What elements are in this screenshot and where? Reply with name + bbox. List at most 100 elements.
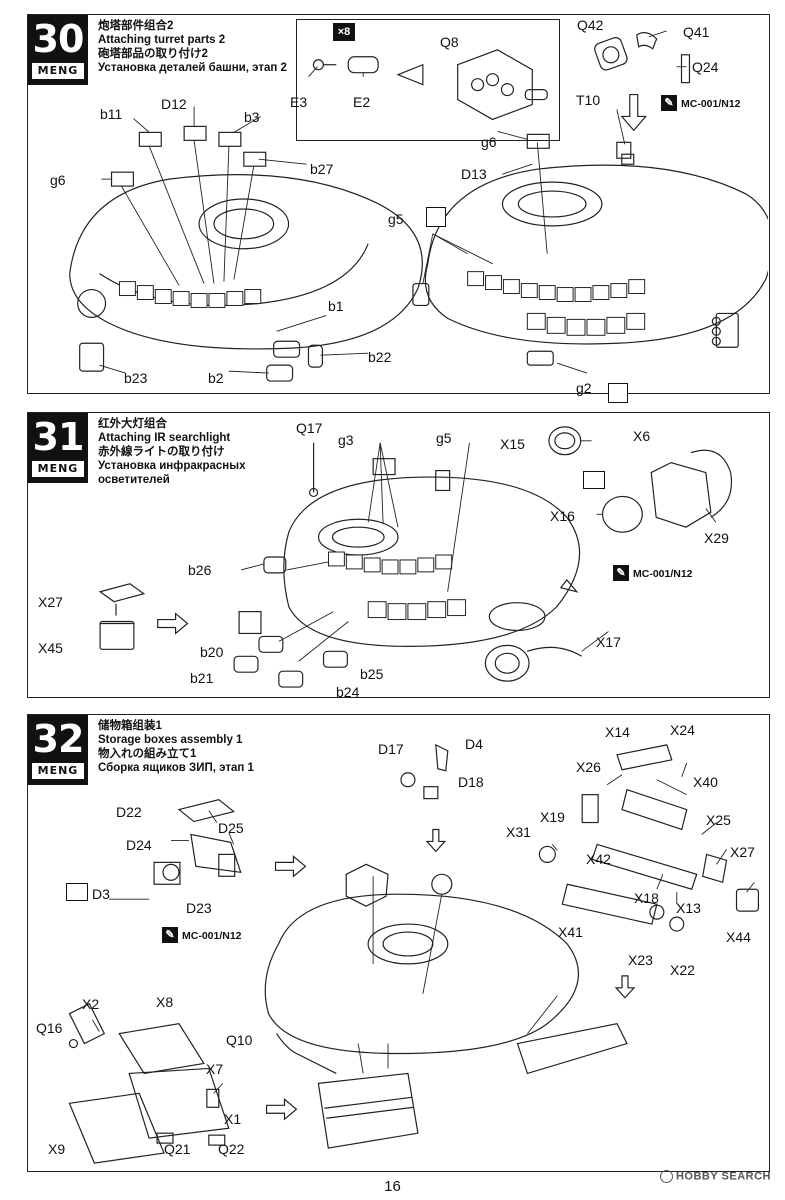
brand-logo: MENG — [32, 461, 84, 477]
part-label: Q8 — [440, 34, 459, 50]
turret-parts-diagram — [69, 30, 768, 382]
part-label: X2 — [82, 996, 100, 1012]
part-label: X17 — [596, 634, 621, 650]
step-number: 31 — [32, 415, 85, 459]
part-label: X18 — [634, 890, 659, 906]
part-label: g3 — [338, 432, 354, 448]
page-number: 16 — [384, 1178, 401, 1195]
title-ru: Установка деталей башни, этап 2 — [98, 62, 287, 74]
step-30-panel: 30 MENG 炮塔部件组合2 Attaching turret parts 2… — [27, 14, 770, 403]
step-title-block: 炮塔部件组合2 Attaching turret parts 2 砲塔部品の取り… — [98, 19, 287, 75]
part-label: Q21 — [164, 1141, 191, 1157]
part-label: g2 — [576, 380, 592, 396]
title-zh: 储物箱组装1 — [98, 720, 162, 732]
part-label: Q41 — [683, 24, 710, 40]
step-31-panel: 31 MENG 红外大灯组合 Attaching IR searchlight … — [27, 412, 770, 700]
ir-searchlight-diagram — [98, 426, 733, 688]
part-label: E3 — [290, 94, 308, 110]
part-label: b11 — [100, 106, 123, 122]
part-label: Q24 — [692, 59, 719, 75]
part-label: X13 — [676, 900, 701, 916]
step-badge: 30 MENG — [28, 15, 88, 85]
title-ja: 砲塔部品の取り付け2 — [98, 48, 208, 60]
title-en: Attaching turret parts 2 — [98, 34, 226, 46]
flip-over-icon — [66, 883, 88, 901]
part-label: D13 — [461, 166, 487, 182]
title-en: Attaching IR searchlight — [98, 432, 231, 444]
step-number: 32 — [32, 717, 85, 761]
part-label: g6 — [50, 172, 66, 188]
quantity-badge: ×8 — [333, 23, 355, 41]
paint-note: ✎MC-001/N12 — [613, 565, 693, 583]
part-label: b21 — [190, 670, 214, 686]
part-label: X27 — [730, 844, 755, 860]
part-label: b2 — [208, 370, 224, 386]
part-label: b3 — [244, 109, 260, 125]
step-title-block: 红外大灯组合 Attaching IR searchlight 赤外線ライトの取… — [98, 417, 245, 487]
storage-boxes-diagram — [68, 743, 760, 1164]
part-label: X42 — [586, 851, 611, 867]
part-label: D3 — [92, 886, 110, 902]
mirror-symbol-icon — [608, 383, 628, 403]
step-title-block: 储物箱组装1 Storage boxes assembly 1 物入れの組み立て… — [98, 719, 254, 775]
title-zh: 红外大灯组合 — [98, 418, 167, 430]
part-label: D22 — [116, 804, 142, 820]
part-label: X1 — [224, 1111, 242, 1127]
watermark: HOBBY SEARCH — [659, 1170, 771, 1183]
part-label: D12 — [161, 96, 187, 112]
part-label: Q17 — [296, 420, 323, 436]
part-label: D18 — [458, 774, 484, 790]
mirror-symbol-icon — [426, 207, 446, 227]
part-label: b26 — [188, 562, 212, 578]
part-label: D24 — [126, 837, 152, 853]
part-label: b25 — [360, 666, 384, 682]
part-label: X27 — [38, 594, 63, 610]
title-ru: Сборка ящиков ЗИП, этап 1 — [98, 762, 254, 774]
paint-note: ✎MC-001/N12 — [661, 95, 741, 113]
part-label: X9 — [48, 1141, 66, 1157]
paint-brush-icon: ✎ — [661, 95, 677, 111]
paint-note: ✎MC-001/N12 — [162, 927, 242, 945]
part-label: X19 — [540, 809, 565, 825]
part-label: X40 — [693, 774, 718, 790]
part-label: X7 — [206, 1061, 224, 1077]
title-en: Storage boxes assembly 1 — [98, 734, 243, 746]
part-label: g5 — [436, 430, 452, 446]
title-ru-line-2: осветителей — [98, 474, 170, 486]
title-ja: 物入れの組み立て1 — [98, 748, 197, 760]
part-label: b23 — [124, 370, 148, 386]
part-label: Q16 — [36, 1020, 63, 1036]
part-label: D25 — [218, 820, 244, 836]
title-ru: Установка инфракрасных — [98, 460, 246, 472]
part-label: X45 — [38, 640, 63, 656]
part-label: X24 — [670, 722, 695, 738]
step-badge: 31 MENG — [28, 413, 88, 483]
part-label: b24 — [336, 684, 360, 700]
part-label: X15 — [500, 436, 525, 452]
part-label: D4 — [465, 736, 483, 752]
part-label: X31 — [506, 824, 531, 840]
part-label: Q42 — [577, 17, 604, 33]
part-label: T10 — [576, 92, 601, 108]
part-label: X25 — [706, 812, 731, 828]
part-label: X44 — [726, 929, 751, 945]
part-label: g6 — [481, 134, 497, 150]
part-label: D17 — [378, 741, 404, 757]
title-ja: 赤外線ライトの取り付け — [98, 446, 225, 458]
watermark-logo-icon — [659, 1170, 673, 1183]
flip-over-icon — [583, 471, 605, 489]
part-label: Q22 — [218, 1141, 245, 1157]
part-label: X22 — [670, 962, 695, 978]
part-label: b27 — [310, 161, 334, 177]
part-label: X29 — [704, 530, 729, 546]
brand-logo: MENG — [32, 63, 84, 79]
part-label: X41 — [558, 924, 583, 940]
part-label: b1 — [328, 298, 344, 314]
step-32-panel: 32 MENG 储物箱组装1 Storage boxes assembly 1 … — [27, 714, 770, 1172]
part-label: g5 — [388, 211, 404, 227]
part-label: Q10 — [226, 1032, 253, 1048]
part-label: X6 — [633, 428, 651, 444]
part-label: E2 — [353, 94, 371, 110]
part-label: b22 — [368, 349, 392, 365]
paint-brush-icon: ✎ — [162, 927, 178, 943]
